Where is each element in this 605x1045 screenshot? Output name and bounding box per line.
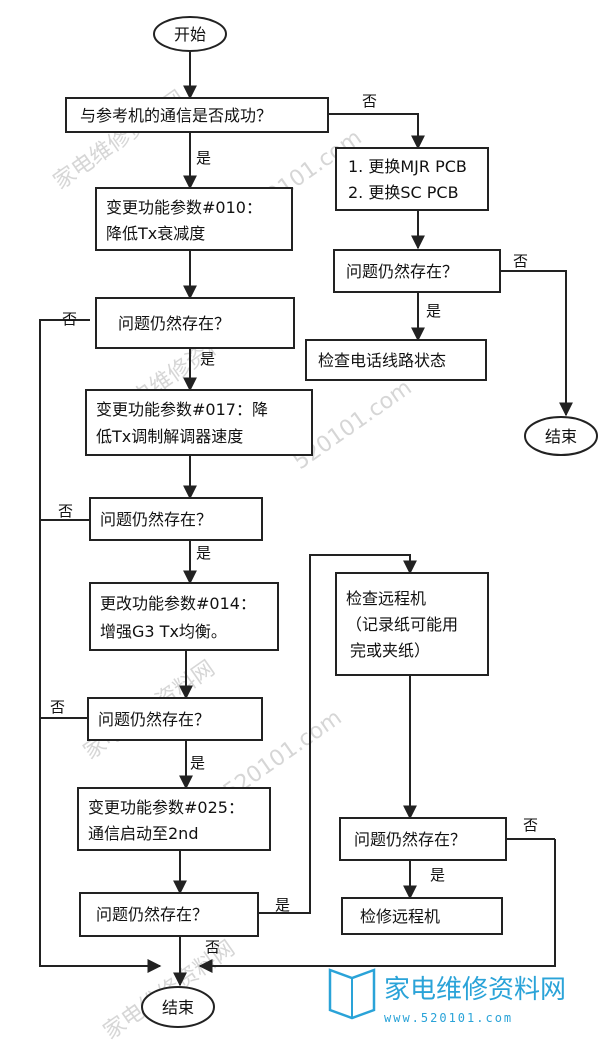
logo-text: 家电维修资料网: [384, 975, 566, 1005]
label-no: 否: [62, 310, 77, 328]
end-label: 结束: [162, 998, 194, 1017]
site-logo: 家电维修资料网 www.520101.com: [328, 968, 566, 1025]
decision-label: 问题仍然存在？: [96, 905, 208, 924]
process-label: 变更功能参数#025：: [88, 798, 244, 817]
end-label: 结束: [545, 427, 577, 446]
label-no: 否: [58, 502, 73, 520]
action-param-017: 变更功能参数#017：降 低Tx调制解调器速度: [85, 389, 313, 456]
end-ellipse: [141, 986, 215, 1028]
process-label: （记录纸可能用: [346, 615, 458, 634]
label-yes: 是: [190, 754, 205, 772]
process-label: 降低Tx衰减度: [106, 224, 205, 243]
label-yes: 是: [196, 149, 211, 167]
action-repair-remote: 检修远程机: [341, 897, 503, 935]
connectors: [39, 52, 573, 987]
label-yes: 是: [200, 350, 215, 368]
process-label: 更改功能参数#014：: [100, 594, 256, 613]
decision-box: [87, 697, 263, 741]
end-terminator-right: 结束: [524, 416, 598, 456]
decision-problem-left-4: 问题仍然存在？: [79, 892, 259, 937]
decision-box: [95, 297, 295, 349]
action-param-010: 变更功能参数#010： 降低Tx衰减度: [95, 187, 293, 251]
process-label: 通信启动至2nd: [88, 824, 198, 843]
process-label: 低Tx调制解调器速度: [96, 427, 243, 446]
process-box: [77, 787, 271, 851]
end-ellipse: [524, 416, 598, 456]
decision-box: [89, 497, 263, 541]
process-box: [95, 187, 293, 251]
decision-problem-right-2: 问题仍然存在？: [339, 817, 507, 861]
label-no: 否: [513, 252, 528, 270]
action-check-line: 检查电话线路状态: [305, 339, 487, 381]
decision-label: 问题仍然存在？: [346, 262, 458, 281]
process-label: 增强G3 Tx均衡。: [100, 622, 227, 641]
process-label: 变更功能参数#017：降: [96, 400, 268, 419]
label-no: 否: [50, 698, 65, 716]
action-replace-pcb: 1. 更换MJR PCB 2. 更换SC PCB: [335, 147, 489, 211]
label-yes: 是: [275, 896, 290, 914]
decision-problem-right-1: 问题仍然存在？: [333, 249, 501, 293]
process-box: [305, 339, 487, 381]
process-label: 1. 更换MJR PCB: [348, 157, 467, 176]
process-label: 2. 更换SC PCB: [348, 183, 459, 202]
process-label: 变更功能参数#010：: [106, 198, 262, 217]
arrow-qr2-no: [198, 839, 556, 973]
start-terminator: 开始: [153, 16, 227, 52]
process-box: [341, 897, 503, 935]
arrow-ql4-yes: [258, 554, 417, 914]
action-param-014: 更改功能参数#014： 增强G3 Tx均衡。: [89, 582, 279, 651]
arrow-q-no: [328, 113, 425, 150]
logo-url: www.520101.com: [384, 1011, 513, 1025]
decision-problem-left-2: 问题仍然存在？: [89, 497, 263, 541]
decision-box: [65, 97, 329, 133]
process-label: 检查远程机: [346, 589, 426, 608]
label-yes: 是: [426, 302, 441, 320]
decision-problem-left-1: 问题仍然存在？: [95, 297, 295, 349]
process-box: [335, 147, 489, 211]
decision-label: 问题仍然存在？: [100, 510, 212, 529]
arrow-ql1-no: [39, 319, 162, 973]
process-label: 检修远程机: [360, 907, 440, 926]
process-box: [89, 582, 279, 651]
decision-label: 问题仍然存在？: [98, 710, 210, 729]
start-ellipse: [153, 16, 227, 52]
process-box: [335, 572, 489, 676]
decision-box: [339, 817, 507, 861]
arrow-qr1-no: [500, 270, 573, 417]
decision-problem-left-3: 问题仍然存在？: [87, 697, 263, 741]
decision-label: 与参考机的通信是否成功？: [80, 106, 272, 125]
decision-box: [333, 249, 501, 293]
action-check-remote: 检查远程机 （记录纸可能用 完或夹纸）: [335, 572, 489, 676]
process-label: 完或夹纸）: [350, 641, 430, 660]
process-label: 检查电话线路状态: [318, 351, 446, 370]
branch-labels: 否 是 否 是 否 是 否 是 否 是 是 否 否 是: [50, 92, 538, 956]
label-no: 否: [523, 816, 538, 834]
decision-label: 问题仍然存在？: [118, 314, 230, 333]
process-box: [85, 389, 313, 456]
label-no: 否: [205, 938, 220, 956]
decision-box: [79, 892, 259, 937]
end-terminator-bottom: 结束: [141, 986, 215, 1028]
label-yes: 是: [196, 544, 211, 562]
decision-label: 问题仍然存在？: [354, 830, 466, 849]
label-no: 否: [362, 92, 377, 110]
decision-communication: 与参考机的通信是否成功？: [65, 97, 329, 133]
book-icon: [328, 968, 376, 1020]
label-yes: 是: [430, 866, 445, 884]
start-label: 开始: [174, 25, 206, 44]
action-param-025: 变更功能参数#025： 通信启动至2nd: [77, 787, 271, 851]
